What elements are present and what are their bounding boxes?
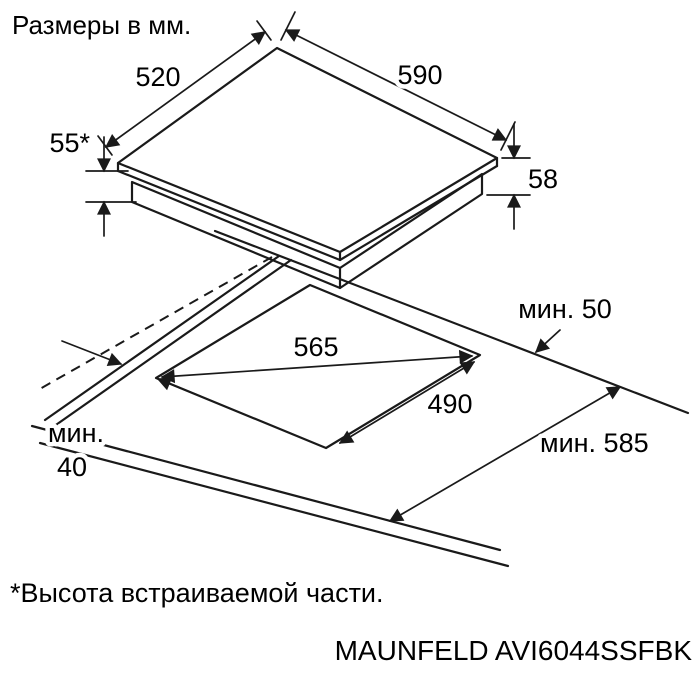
dimension-min-50: мин. 50 [514,290,616,353]
dimension-min-40-label-value: 40 [57,452,87,482]
worktop-left-edge-inner [51,258,293,429]
dimension-55: 55* [45,124,137,237]
worktop-drawing [30,229,690,568]
dimension-min-585: мин. 585 [388,386,653,522]
dimension-590: 590 [280,11,516,151]
dimension-565: 565 [160,328,474,384]
dimension-min-585-label: мин. 585 [540,428,649,458]
model-name: MAUNFELD AVI6044SSFBK [335,635,693,666]
dimension-55-label: 55* [49,128,90,158]
worktop-front-edge-outer [30,424,502,552]
footnote-builtin-height: *Высота встраиваемой части. [10,578,384,608]
dimension-590-label: 590 [397,60,442,90]
dimension-min-40: мин. 40 [43,340,201,487]
dimension-565-label: 565 [293,332,338,362]
dimension-520: 520 [97,20,272,156]
dimension-520-ext-right [256,20,272,41]
dimension-min-50-label: мин. 50 [518,294,612,324]
dimension-min-40-label-word: мин. [48,418,104,448]
dimension-520-line [104,31,267,148]
dimension-590-ext-left [280,11,296,41]
worktop-front-edge-inner [38,441,510,568]
dimension-min-40-arrow-right [156,377,201,397]
worktop-rear-edge [213,229,690,415]
dimension-520-ext-left [97,135,113,156]
units-note: Размеры в мм. [12,10,191,40]
dimension-min-40-arrow-left [61,340,123,366]
dimension-58-label: 58 [528,164,558,194]
dimension-58: 58 [486,123,563,230]
worktop-dashed-reference-line [37,256,273,391]
dimension-min-50-leader [534,329,561,353]
dimension-590-line [284,29,508,141]
dimension-590-ext-right [500,121,516,151]
dimension-490-label: 490 [427,389,472,419]
dimension-520-label: 520 [135,62,180,92]
dimension-565-line [160,349,474,384]
worktop-left-edge-outer [43,254,281,422]
dimension-min-585-line [388,386,622,522]
